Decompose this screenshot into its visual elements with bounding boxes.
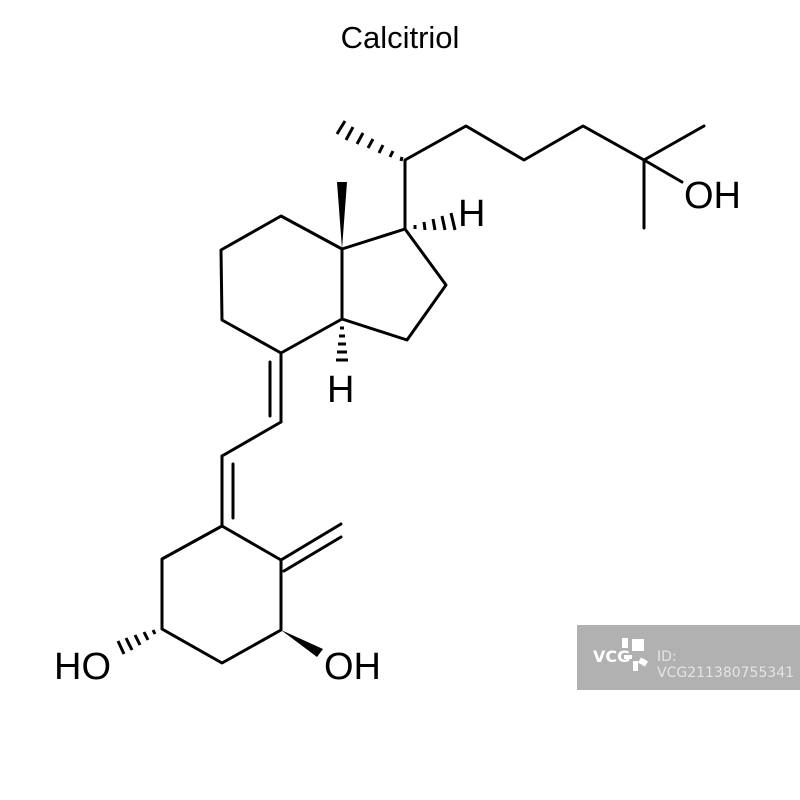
hashed-bonds [116, 120, 457, 655]
label-oh-c1: OH [324, 646, 381, 688]
bond-c25-oh [642, 158, 684, 184]
bonds [160, 124, 706, 665]
ring-a [160, 524, 283, 665]
watermark-logo: VCG [593, 647, 631, 666]
wedge-c1-oh [281, 630, 323, 657]
ring-d [340, 227, 448, 342]
ring-c [219, 214, 344, 355]
methylene [279, 522, 343, 562]
methylene-inner [282, 535, 343, 573]
bond-c6-c7 [220, 420, 283, 458]
wedge-c13-methyl [337, 182, 347, 249]
hash-c3-oh [116, 629, 157, 655]
label-oh-side-chain: OH [684, 175, 741, 217]
watermark: VCG ID: VCG211380755341 [577, 625, 800, 690]
watermark-id: ID: VCG211380755341 [657, 649, 795, 681]
hash-c17-h [413, 212, 457, 231]
hash-c14-h [336, 326, 348, 362]
label-h-c17: H [458, 193, 485, 235]
label-h-c14: H [327, 369, 354, 411]
compound-title: Calcitriol [340, 20, 460, 55]
atom-labels: OH H H HO OH [54, 175, 741, 688]
hash-c20-methyl [335, 120, 404, 162]
label-ho-c3: HO [54, 646, 111, 688]
watermark-burst-icon [622, 638, 648, 671]
